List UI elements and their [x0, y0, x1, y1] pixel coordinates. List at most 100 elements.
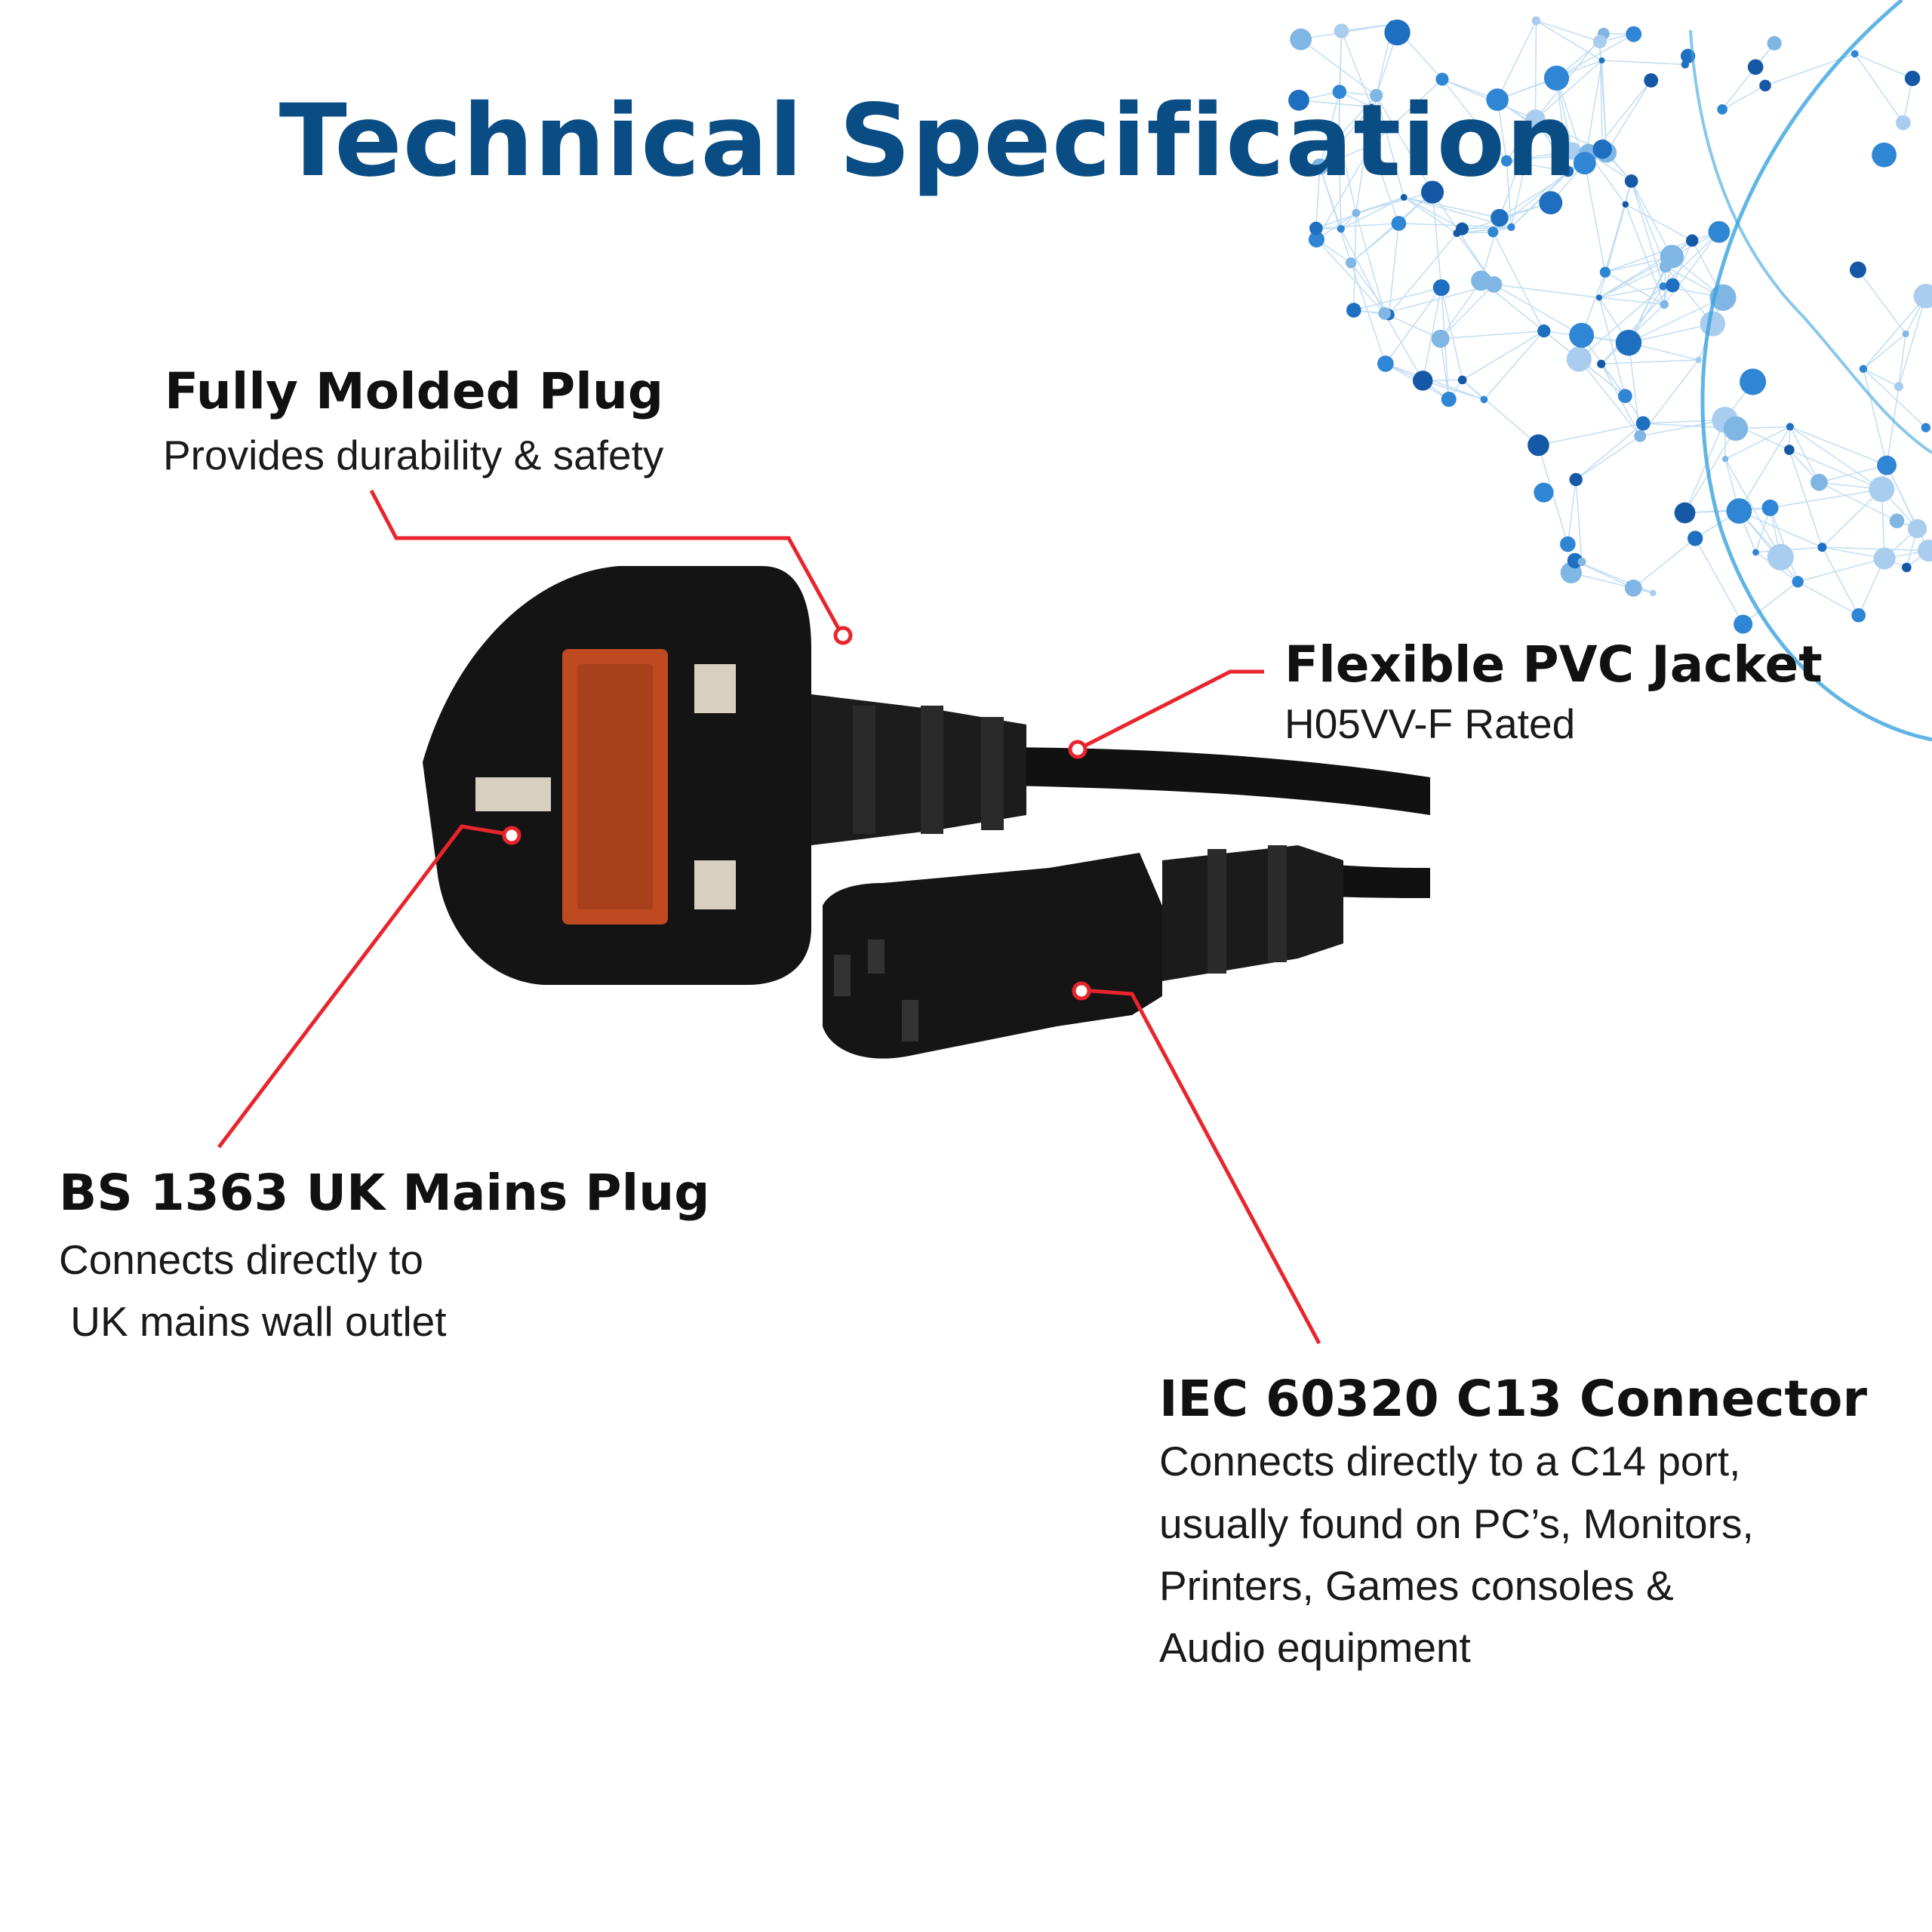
network-dot [1666, 278, 1680, 293]
network-dot [1370, 88, 1383, 103]
network-line [1789, 449, 1882, 491]
network-dot [1573, 152, 1596, 175]
network-dot [1491, 208, 1509, 227]
network-line [1663, 231, 1720, 287]
network-line [1338, 91, 1340, 137]
network-dot [1817, 543, 1827, 552]
network-line [1743, 581, 1798, 625]
network-dot [1368, 103, 1375, 110]
network-dot [1352, 208, 1361, 217]
network-dot [1650, 589, 1657, 597]
network-dot [1759, 79, 1771, 92]
network-line [1506, 160, 1568, 172]
network-dot [1752, 549, 1759, 556]
network-dot [1569, 322, 1595, 348]
network-line [1789, 426, 1882, 490]
network-line [1819, 481, 1897, 521]
network-dot [1441, 392, 1457, 408]
callout-dot-c13 [1072, 981, 1091, 1001]
network-line [1441, 287, 1463, 380]
network-line [1534, 20, 1537, 120]
callout-desc-c13-line2: usually found on PC’s, Monitors, [1159, 1500, 1754, 1547]
network-dot [1901, 562, 1912, 573]
network-line [1604, 180, 1632, 272]
network-dot [1717, 104, 1727, 115]
callout-desc-c13-line4: Audio equipment [1159, 1624, 1471, 1671]
network-line [1898, 296, 1927, 387]
network-line [1383, 312, 1423, 381]
network-dot [1859, 365, 1868, 374]
network-line [1684, 428, 1737, 513]
network-dot [1595, 294, 1603, 301]
network-dot [1560, 536, 1576, 552]
callout-line-pvc-jacket [1078, 669, 1264, 751]
network-line [1300, 38, 1377, 97]
callout-desc-uk-plug-line1: Connects directly to [59, 1236, 423, 1283]
network-line [1338, 136, 1357, 214]
network-line [1578, 285, 1664, 360]
network-line [1738, 426, 1791, 512]
network-dot [1311, 158, 1328, 175]
network-dot [1872, 142, 1897, 168]
network-dot [1708, 220, 1730, 243]
network-line [1663, 231, 1720, 305]
network-dot [1334, 132, 1343, 141]
network-dot [1388, 20, 1397, 29]
network-line [1375, 95, 1404, 198]
network-line [1857, 269, 1906, 334]
network-dot [1687, 531, 1703, 546]
network-dot [1894, 382, 1904, 392]
network-line [1598, 297, 1626, 396]
network-line [1640, 419, 1725, 437]
network-dot [1695, 356, 1702, 364]
callout-desc-pvc-jacket: H05VV-F Rated [1284, 700, 1576, 747]
network-dot [1624, 579, 1642, 597]
network-dot [1337, 225, 1345, 233]
network-line [1625, 204, 1665, 305]
network-line [1319, 106, 1373, 168]
network-line [1694, 538, 1744, 625]
network-dot [1597, 359, 1606, 368]
network-line [1631, 180, 1672, 257]
network-dot [1500, 155, 1512, 167]
network-dot [1400, 194, 1407, 201]
network-dot [1332, 85, 1347, 99]
network-dot [1723, 416, 1749, 441]
page-title: Technical Specification [278, 83, 1578, 199]
network-dot [1726, 498, 1752, 524]
callout-heading-molded-plug: Fully Molded Plug [165, 362, 664, 420]
network-line [1388, 232, 1458, 315]
network-line [1371, 78, 1443, 146]
network-dot [1346, 303, 1361, 318]
network-dot [1420, 180, 1444, 204]
network-dot [1918, 540, 1932, 562]
network-line [1535, 60, 1603, 120]
callout-line-uk-plug [217, 824, 512, 1149]
network-line [1578, 358, 1641, 437]
callout-dot-pvc-jacket [1068, 740, 1088, 759]
network-line [1598, 297, 1665, 306]
network-line [1863, 295, 1927, 370]
network-dot [1391, 216, 1407, 231]
network-dot [1660, 300, 1669, 309]
network-line [1510, 118, 1537, 228]
network-dot [1471, 270, 1491, 291]
network-line [1797, 581, 1860, 616]
network-dot [1747, 59, 1764, 75]
network-line [1739, 510, 1823, 548]
callout-desc-uk-plug-line2: UK mains wall outlet [59, 1298, 447, 1345]
network-dot [1635, 416, 1651, 431]
network-line [1598, 285, 1663, 299]
network-line [1340, 228, 1386, 314]
network-line [1439, 338, 1450, 400]
network-line [1789, 426, 1887, 466]
network-dot [1487, 226, 1499, 238]
network-dot [1659, 282, 1668, 291]
network-line [1319, 166, 1342, 229]
network-dot [1569, 472, 1583, 487]
network-dot [1681, 60, 1690, 69]
callout-dot-uk-plug [502, 826, 521, 845]
network-line [1819, 464, 1887, 483]
network-line [1789, 449, 1823, 548]
callout-heading-pvc-jacket: Flexible PVC Jacket [1284, 635, 1823, 694]
